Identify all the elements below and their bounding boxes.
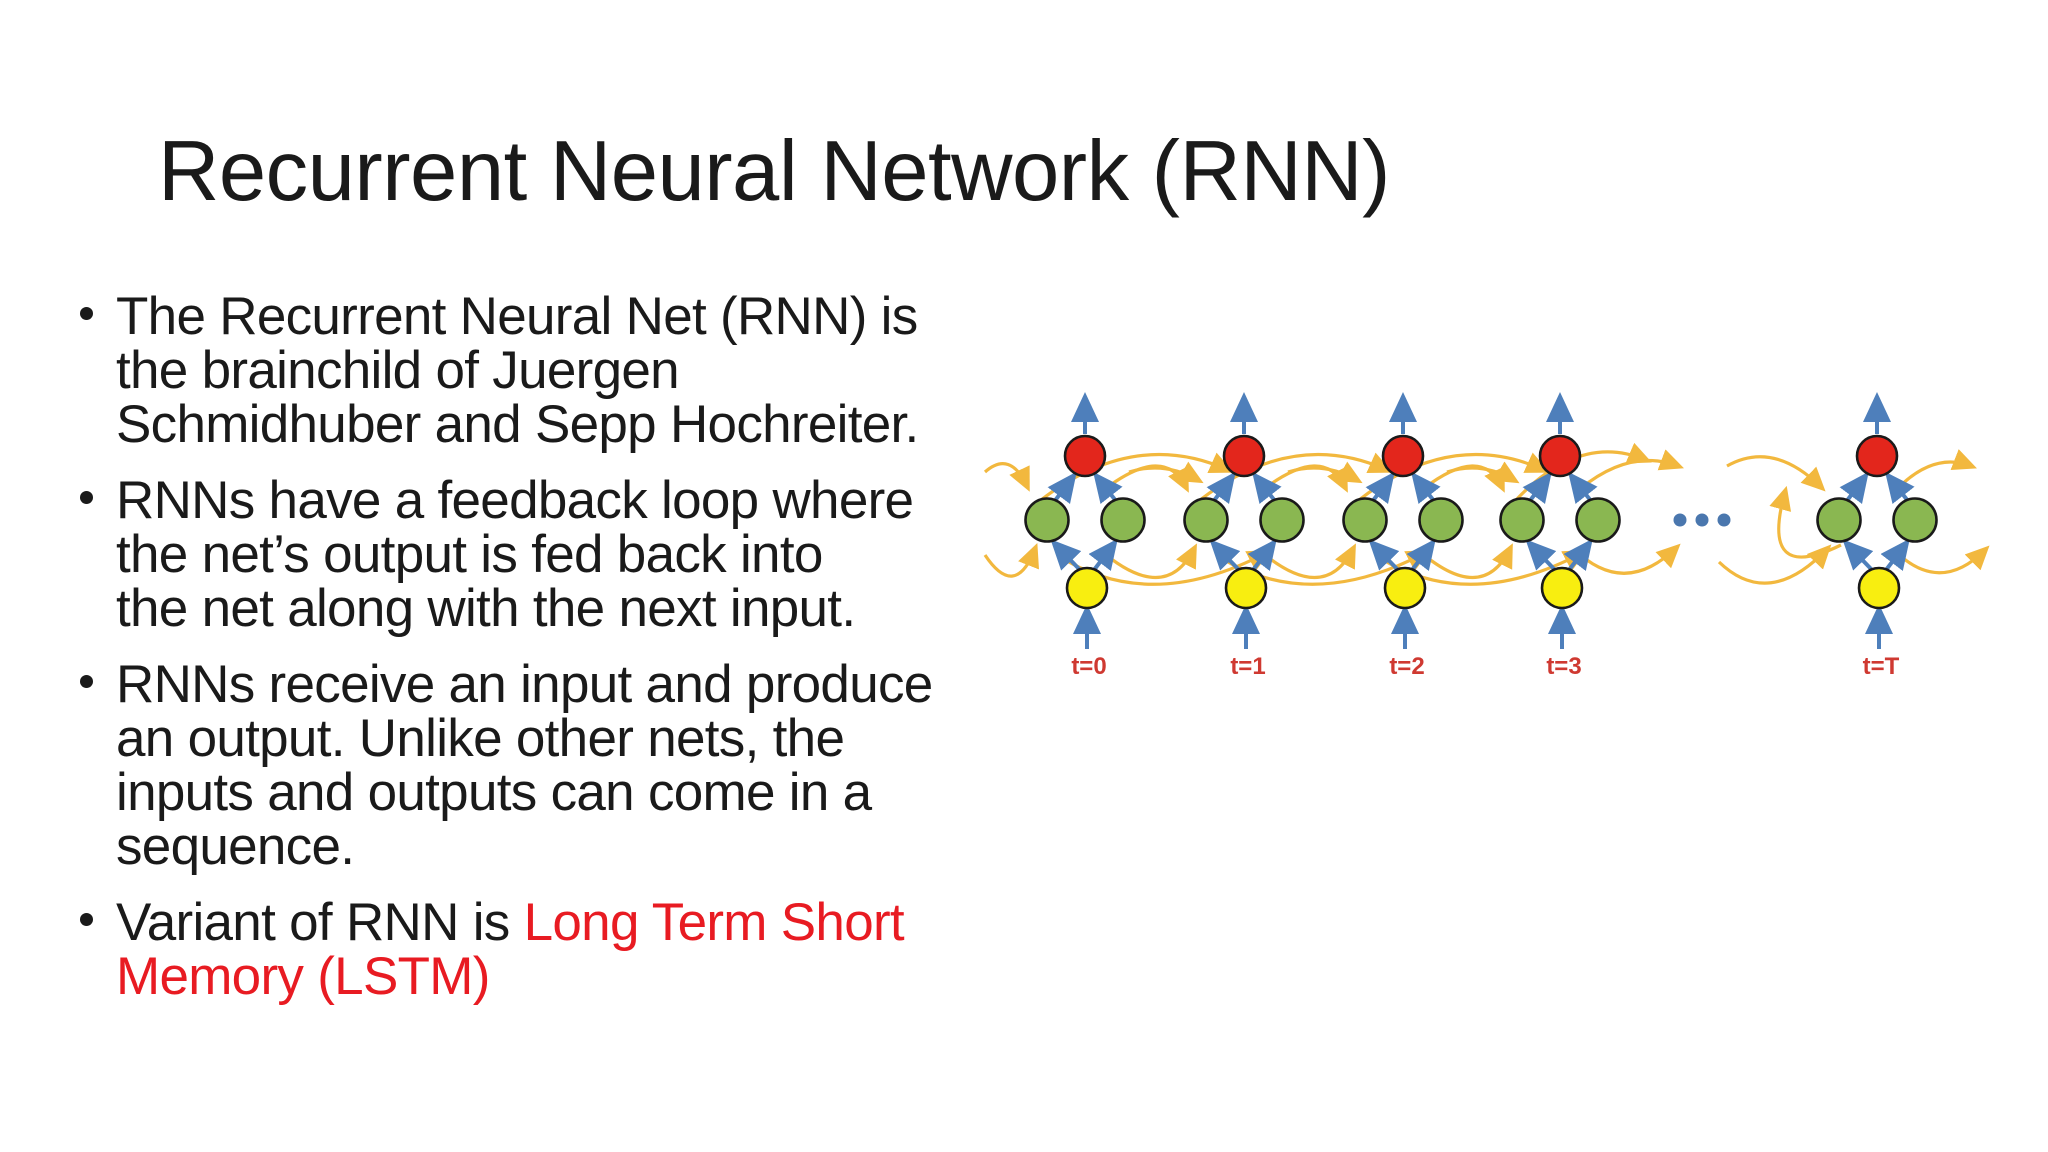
body-text: the brainchild of Juergen [116,341,680,400]
hidden-node [1342,497,1388,543]
body-text: RNNs receive an input and produce [116,655,933,714]
bullet-line: Memory (LSTM) [116,950,933,1004]
input-node [1224,566,1268,610]
recurrent-connection [1726,455,1826,492]
hidden-node [1100,497,1146,543]
recurrent-connection [1415,543,1513,580]
bullet-line: Schmidhuber and Sepp Hochreiter. [116,398,933,452]
recurrent-connection [1769,485,1842,559]
bullet-line: the net along with the next input. [116,582,933,636]
hidden-node [1418,497,1464,543]
output-node [1538,434,1582,478]
body-text: Schmidhuber and Sepp Hochreiter. [116,395,919,454]
recurrent-connection [1256,543,1356,580]
bullet-line: the brainchild of Juergen [116,344,933,398]
bullet-line: an output. Unlike other nets, the [116,712,933,766]
bullet-line: inputs and outputs can come in a [116,766,933,820]
bullet-line: RNNs have a feedback loop where [116,474,933,528]
forward-connection [1050,539,1083,573]
bullet-line: sequence. [116,820,933,874]
forward-connection [1406,538,1436,572]
hidden-node [1575,497,1621,543]
body-text: Variant of RNN is [116,893,524,952]
forward-connection [1839,471,1869,504]
hidden-node [1024,497,1070,543]
forward-connection [1047,471,1077,504]
recurrent-connection [1128,461,1204,484]
forward-connection [1093,471,1123,504]
bullet-line: Variant of RNN is Long Term Short [116,896,933,950]
output-node [1222,434,1266,478]
forward-connection [1568,471,1598,504]
recurrent-connection [1717,544,1832,585]
recurrent-connection [1897,449,1977,489]
body-text: the net’s output is fed back into [116,525,823,584]
hidden-node [1499,497,1545,543]
forward-connection [1252,471,1282,504]
body-text: an output. Unlike other nets, the [116,709,845,768]
forward-connection [1842,539,1875,573]
time-label: t=3 [1546,653,1581,680]
output-node [1063,434,1107,478]
hidden-node [1183,497,1229,543]
forward-connection [1885,471,1915,504]
body-text: The Recurrent Neural Net (RNN) is [116,287,918,346]
time-label: t=T [1863,653,1900,680]
ellipsis-dot [1695,513,1709,527]
hidden-node [1892,497,1938,543]
body-text: inputs and outputs can come in a [116,763,872,822]
forward-connection [1522,471,1552,504]
forward-connection [1247,538,1277,572]
recurrent-connection [1572,543,1681,575]
bullet-line: RNNs receive an input and produce [116,658,933,712]
forward-connection [1880,538,1910,572]
hidden-node [1816,497,1862,543]
recurrent-connection [1287,461,1363,484]
forward-connection [1365,471,1395,504]
forward-connection [1563,538,1593,572]
body-text: the net along with the next input. [116,579,856,638]
forward-connection [1368,539,1401,573]
accent-text: Long Term Short [523,893,905,952]
time-label: t=1 [1230,653,1265,680]
forward-connection [1411,471,1441,504]
input-node [1383,566,1427,610]
input-node [1857,566,1901,610]
recurrent-connection [1446,461,1520,484]
ellipsis-dot [1673,513,1687,527]
recurrent-connection [1891,545,1990,575]
time-label: t=2 [1389,653,1424,680]
recurrent-connection [983,543,1039,578]
bullet-line: the net’s output is fed back into [116,528,933,582]
recurrent-connection [983,462,1030,492]
output-node [1855,434,1899,478]
input-node [1540,566,1584,610]
input-node [1065,566,1109,610]
forward-connection [1206,471,1236,504]
recurrent-connection [1097,543,1197,580]
recurrent-connection [1578,449,1684,491]
forward-connection [1525,539,1558,573]
output-node [1381,434,1425,478]
forward-connection [1088,538,1118,572]
time-label: t=0 [1071,653,1106,680]
bullet-line: The Recurrent Neural Net (RNN) is [116,290,933,344]
slide-title: Recurrent Neural Network (RNN) [158,124,1390,219]
body-text: sequence. [116,817,355,876]
hidden-node [1259,497,1305,543]
ellipsis-dot [1717,513,1731,527]
forward-connection [1209,539,1242,573]
body-text: RNNs have a feedback loop where [116,471,914,530]
accent-text: Memory (LSTM) [116,947,490,1006]
